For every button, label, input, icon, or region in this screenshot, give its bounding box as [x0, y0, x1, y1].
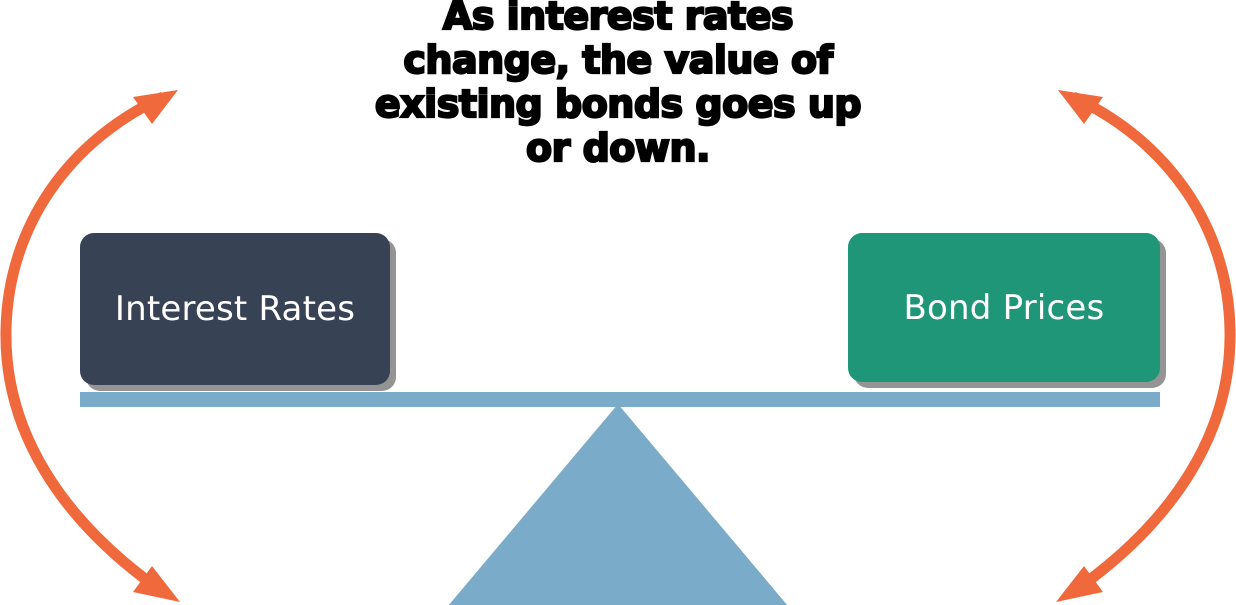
left-arc-arrowhead-bottom — [133, 566, 180, 602]
left-arc-arrowhead-top — [133, 90, 178, 124]
right-arc-arrowhead-top — [1058, 90, 1103, 124]
label-box-bond-prices: Bond Prices — [848, 233, 1160, 382]
left-cycle-arc — [0, 90, 180, 602]
label-box-interest-rates: Interest Rates — [80, 233, 390, 385]
label-text-interest-rates: Interest Rates — [114, 289, 356, 329]
diagram-caption: As interest rates change, the value of e… — [374, 0, 863, 171]
right-cycle-arc — [1056, 90, 1236, 602]
right-arc-arrowhead-bottom — [1056, 566, 1103, 602]
fulcrum-triangle — [448, 404, 788, 605]
seesaw-beam — [80, 392, 1160, 407]
label-text-bond-prices: Bond Prices — [903, 287, 1105, 328]
